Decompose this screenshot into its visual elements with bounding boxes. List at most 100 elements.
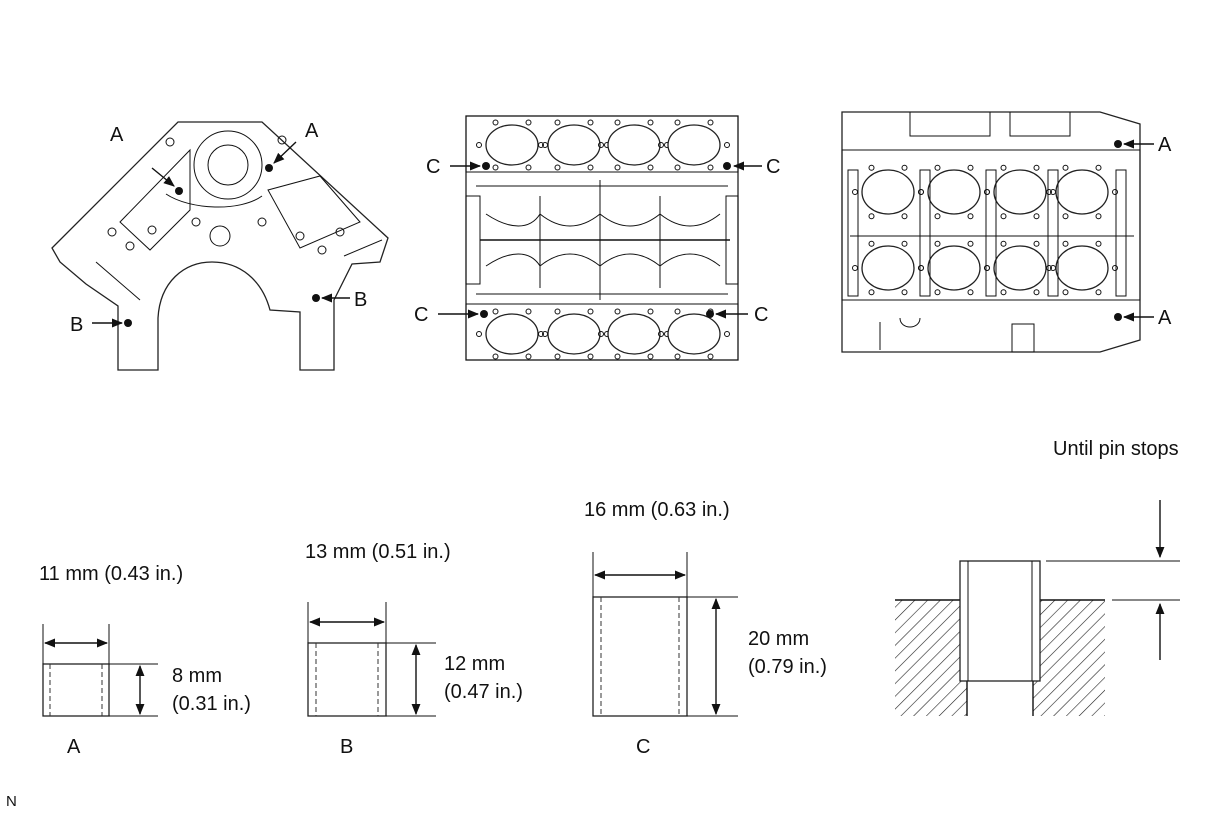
bolt-hole — [674, 308, 681, 315]
pin-a-height-in: (0.31 in.) — [172, 693, 251, 715]
bolt-hole — [967, 164, 974, 171]
install-note: Until pin stops — [1053, 438, 1179, 460]
bolt-hole — [868, 289, 875, 296]
bolt-hole — [658, 331, 664, 337]
pin-b-length: 13 mm (0.51 in.) — [305, 541, 451, 563]
bolt-hole — [1095, 164, 1102, 171]
pin-b-detail: 13 mm (0.51 in.) 12 mm (0.47 in.) B — [305, 541, 523, 758]
label-c-bottom-right: C — [754, 304, 768, 326]
bolt-hole — [934, 164, 941, 171]
pin-c-letter: C — [636, 736, 650, 758]
label-b-left: B — [70, 314, 83, 336]
bolt-hole — [1095, 240, 1102, 247]
bolt-hole — [614, 164, 621, 171]
bolt-hole — [587, 164, 594, 171]
label-a-bottom-view-bottom: A — [1158, 307, 1172, 329]
bolt-hole — [1033, 164, 1040, 171]
bolt-hole — [724, 331, 730, 337]
pin-a-height-mm: 8 mm — [172, 665, 222, 687]
pin-c-height-mm: 20 mm — [748, 628, 809, 650]
bolt-hole — [967, 213, 974, 220]
bolt-hole — [868, 240, 875, 247]
bolt-hole — [934, 213, 941, 220]
bolt-hole — [868, 213, 875, 220]
bolt-hole — [492, 119, 499, 126]
bolt-hole — [647, 164, 654, 171]
bolt-hole — [1000, 164, 1007, 171]
bolt-hole — [707, 119, 714, 126]
label-c-bottom-left: C — [414, 304, 428, 326]
pin-b-height-mm: 12 mm — [444, 653, 505, 675]
cylinder-bore — [1055, 245, 1109, 291]
pin-c-height-in: (0.79 in.) — [748, 656, 827, 678]
block-top-view: C C C C — [414, 115, 780, 361]
label-a-left-top: A — [110, 124, 124, 146]
cylinder-bore — [861, 245, 915, 291]
bolt-hole — [674, 164, 681, 171]
bolt-hole — [554, 353, 561, 360]
bolt-hole — [1095, 213, 1102, 220]
bolt-hole — [901, 289, 908, 296]
bolt-hole — [587, 308, 594, 315]
block-bottom-view: A A — [841, 111, 1172, 353]
cylinder-bore — [667, 124, 721, 166]
label-a-bottom-view-top: A — [1158, 134, 1172, 156]
bolt-hole — [901, 240, 908, 247]
cylinder-bore — [607, 124, 661, 166]
bolt-hole — [1033, 240, 1040, 247]
bolt-hole — [967, 289, 974, 296]
bolt-hole — [614, 353, 621, 360]
bolt-hole — [538, 331, 544, 337]
bolt-hole — [1033, 289, 1040, 296]
bolt-hole — [647, 119, 654, 126]
bolt-hole — [901, 213, 908, 220]
bolt-hole — [525, 353, 532, 360]
bolt-hole — [1046, 189, 1052, 195]
bolt-hole — [674, 119, 681, 126]
bolt-hole — [1000, 213, 1007, 220]
bolt-hole — [1112, 265, 1118, 271]
bolt-hole — [492, 353, 499, 360]
bolt-hole — [525, 308, 532, 315]
cylinder-bore — [861, 169, 915, 215]
bolt-hole — [1062, 240, 1069, 247]
bolt-hole — [554, 164, 561, 171]
bolt-hole — [934, 240, 941, 247]
bolt-hole — [1033, 213, 1040, 220]
cylinder-bore — [927, 245, 981, 291]
bolt-hole — [1000, 289, 1007, 296]
bolt-hole — [614, 308, 621, 315]
bolt-hole — [492, 308, 499, 315]
bolt-hole — [1062, 289, 1069, 296]
bolt-hole — [647, 353, 654, 360]
cylinder-bore — [547, 124, 601, 166]
bolt-hole — [614, 119, 621, 126]
label-c-top-right: C — [766, 156, 780, 178]
cylinder-bore — [927, 169, 981, 215]
bolt-hole — [554, 308, 561, 315]
bolt-hole — [476, 331, 482, 337]
bolt-hole — [647, 308, 654, 315]
pin-a-detail: 11 mm (0.43 in.) 8 mm (0.31 in.) A — [39, 563, 251, 758]
bolt-hole — [538, 142, 544, 148]
bolt-hole — [1095, 289, 1102, 296]
bolt-hole — [587, 119, 594, 126]
pin-c-length: 16 mm (0.63 in.) — [584, 499, 730, 521]
bolt-hole — [1112, 189, 1118, 195]
bolt-hole — [1000, 240, 1007, 247]
label-b-right: B — [354, 289, 367, 311]
cylinder-bore — [485, 313, 539, 355]
bolt-hole — [658, 142, 664, 148]
cylinder-bore — [993, 245, 1047, 291]
bolt-hole — [476, 142, 482, 148]
bolt-hole — [934, 289, 941, 296]
bolt-hole — [525, 119, 532, 126]
cylinder-bore — [993, 169, 1047, 215]
cylinder-bore — [485, 124, 539, 166]
bolt-hole — [598, 142, 604, 148]
bolt-hole — [674, 353, 681, 360]
bolt-hole — [1062, 213, 1069, 220]
cylinder-bore — [607, 313, 661, 355]
bolt-hole — [918, 189, 924, 195]
cylinder-bore — [547, 313, 601, 355]
